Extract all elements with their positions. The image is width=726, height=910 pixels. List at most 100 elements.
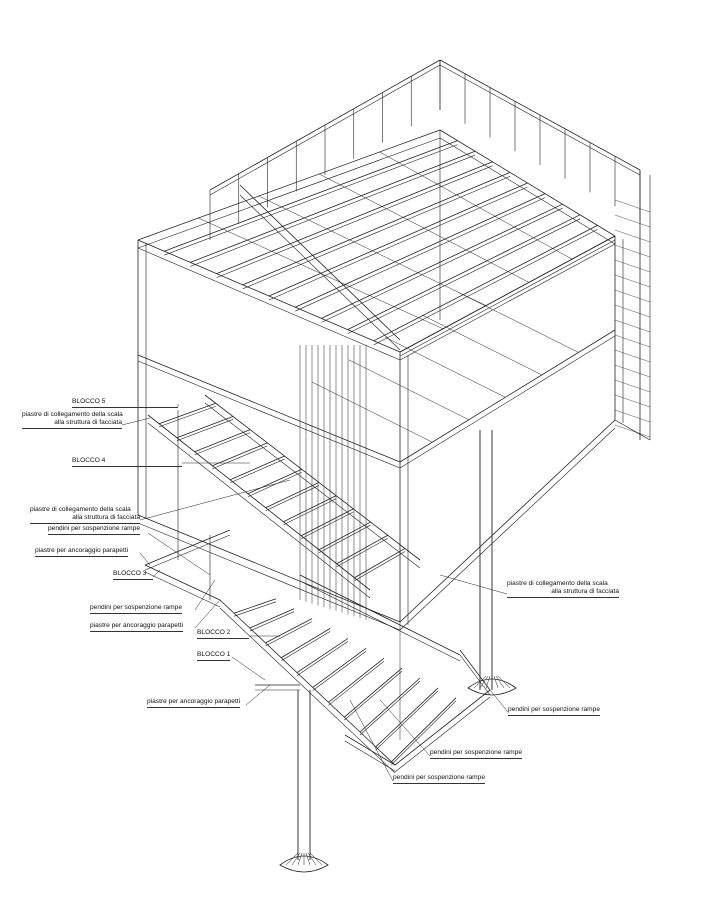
stair-stringer (147, 422, 371, 599)
stair-tread (391, 700, 457, 765)
ladder-rung (614, 409, 651, 423)
leader-line (194, 599, 221, 629)
label-pendini-2: pendini per sospenzione rampe (90, 604, 183, 614)
stair-tread (176, 416, 234, 439)
leader-line (139, 479, 291, 521)
roof-joist (347, 214, 581, 330)
landing-beam (344, 740, 396, 772)
mid-frame-beam (399, 335, 616, 469)
label-ancoraggio-2: piastre per ancoraggio parapetti (90, 622, 184, 632)
ladder-rung (614, 319, 651, 333)
pole-base-plate-rib (305, 852, 311, 866)
stair-tread (212, 445, 268, 470)
stair-tread (343, 667, 403, 718)
stair-tread (354, 551, 406, 582)
label-piastre-collegamento-3b: alla struttura di facciata (507, 588, 619, 598)
stair-tread (300, 508, 354, 537)
roof-joist (268, 182, 528, 297)
label-pendini-4: pendini per sospenzione rampe (430, 749, 523, 759)
stair-tread (318, 524, 371, 554)
landing-beam (144, 529, 231, 566)
stair-tread (328, 660, 385, 706)
leader-line (439, 574, 508, 595)
stair-tread (281, 631, 331, 662)
leader-line (379, 699, 431, 757)
stair-tread (283, 495, 337, 523)
leader-line (152, 569, 161, 578)
roof-joist (321, 203, 563, 319)
stair-tread (281, 628, 331, 659)
stair-tread (296, 641, 349, 676)
floor-beam (458, 292, 579, 353)
stair-tread (296, 638, 349, 673)
stair-tread (229, 455, 285, 481)
stair-tread (312, 651, 367, 691)
stair-tread (359, 680, 421, 736)
roof-joist (258, 195, 487, 306)
floor-beam (348, 359, 469, 420)
landing-beam (144, 534, 231, 571)
pole-base-plate-rib (473, 675, 487, 689)
roof-joist (373, 229, 598, 346)
stair-tread (247, 468, 302, 495)
ladder-rung (614, 394, 651, 408)
bottom-frame-beam (137, 522, 401, 631)
roof-joist (321, 207, 563, 323)
stair-tread (194, 429, 251, 453)
roof-joist (164, 144, 458, 256)
roof-joist (373, 225, 598, 342)
stair-tread (336, 534, 388, 565)
top-frame-beam (137, 247, 401, 361)
ladder-rung (614, 304, 651, 318)
stair-stringer (299, 580, 461, 662)
landing-beam (459, 654, 491, 696)
pole-base-plate-rib (309, 852, 323, 866)
main-roof-beam (239, 194, 401, 351)
stair-tread (233, 601, 277, 617)
label-piastre-collegamento-2b: alla struttura di facciata (30, 514, 140, 524)
floor-beam (421, 314, 543, 376)
stair-tread (233, 598, 277, 614)
leader-line (147, 532, 211, 576)
label-blocco-3: BLOCCO 3 (113, 570, 153, 580)
stair-tread (328, 657, 385, 703)
roof-joist (242, 172, 511, 286)
label-pendini-3: pendini per sospenzione rampe (508, 706, 601, 716)
label-blocco-2: BLOCCO 2 (197, 629, 249, 639)
label-pendini-5: pendini per sospenzione rampe (393, 774, 486, 784)
pole-base-plate-rib (493, 675, 499, 689)
leader-line (139, 552, 151, 566)
bottom-frame-beam (137, 514, 401, 623)
pole-base-plate-rib (307, 852, 317, 866)
landing-beam (394, 696, 491, 773)
side-frame (614, 419, 651, 441)
mid-frame-beam (137, 360, 401, 469)
pole-base-plate-rib (297, 852, 303, 866)
stair-tread (375, 690, 439, 751)
landing-beam (394, 689, 491, 766)
stair-tread (194, 432, 251, 456)
roof-joist (216, 165, 493, 278)
leader-line (489, 689, 509, 713)
stair-tread (158, 405, 216, 428)
roof-joist (216, 161, 493, 274)
roof-joist (268, 186, 528, 301)
roof-joist (295, 193, 546, 308)
top-frame-beam (399, 243, 616, 361)
roof-joist (319, 173, 530, 283)
pole-base-plate-rib (495, 675, 505, 689)
floor-beam (385, 337, 506, 398)
pole-base-plate-rib (485, 675, 491, 689)
label-piastre-collegamento-1b: alla struttura di facciata (22, 419, 122, 429)
pole-base-plate-rib (497, 675, 511, 689)
top-frame-beam (137, 137, 441, 249)
pole-base-plate-rib (285, 852, 299, 866)
ladder-rung (614, 214, 651, 228)
mid-frame-beam (137, 354, 401, 463)
stair-tread (212, 442, 268, 467)
label-blocco-5: BLOCCO 5 (72, 398, 178, 408)
stair-tread (354, 548, 406, 579)
leader-line (121, 417, 151, 426)
leader-line (231, 656, 266, 681)
